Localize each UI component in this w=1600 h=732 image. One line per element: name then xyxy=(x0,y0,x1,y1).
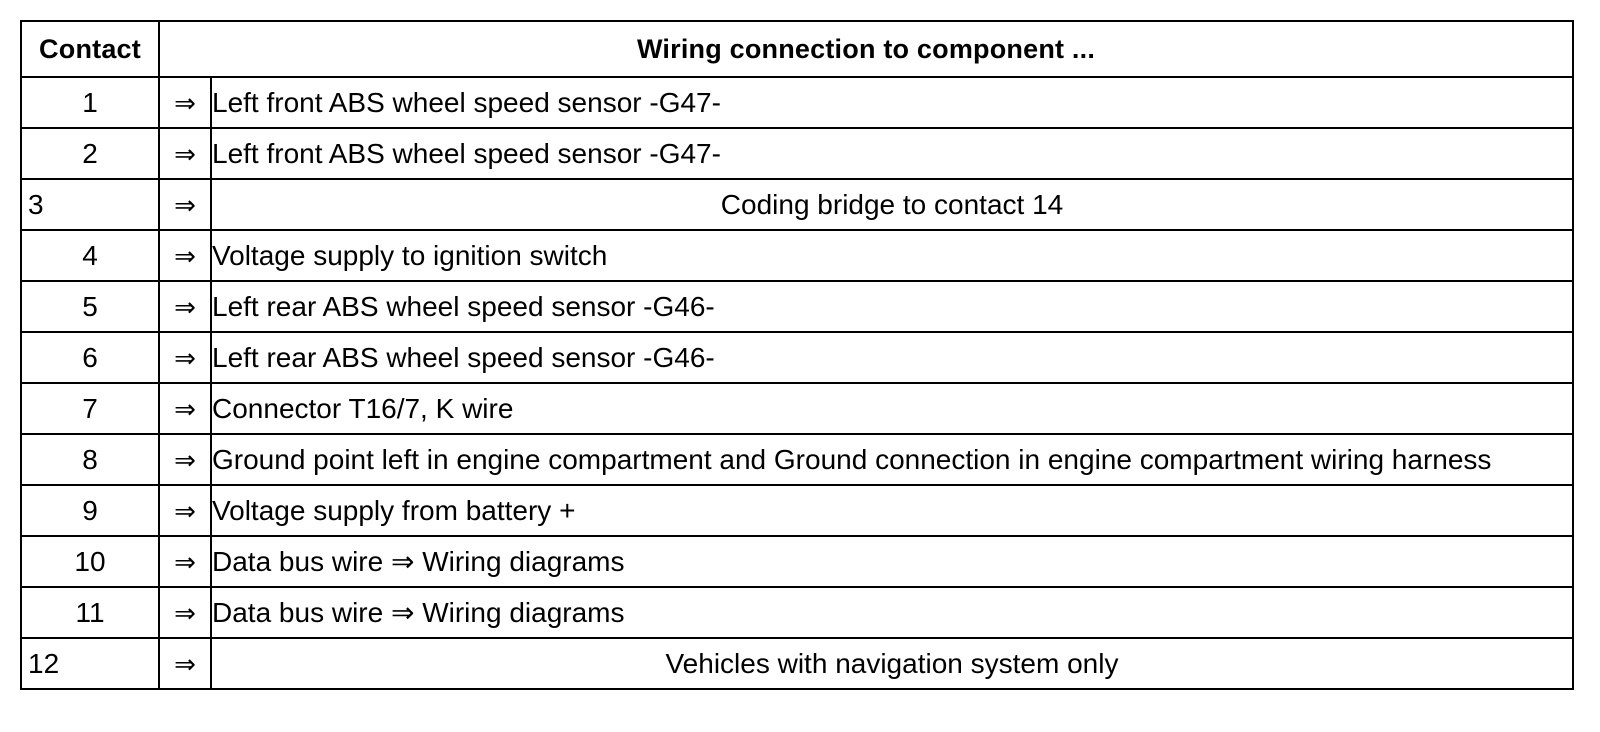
table-row: 3⇒Coding bridge to contact 14 xyxy=(20,178,1575,231)
double-arrow-icon: ⇒ xyxy=(158,535,212,588)
table-body: 1⇒Left front ABS wheel speed sensor -G47… xyxy=(20,76,1575,690)
cell-description: Voltage supply from battery + xyxy=(209,484,1575,537)
double-arrow-icon: ⇒ xyxy=(158,433,212,486)
column-header-description: Wiring connection to component ... xyxy=(157,20,1575,78)
double-arrow-icon: ⇒ xyxy=(158,382,212,435)
table-header: Contact Wiring connection to component .… xyxy=(20,20,1575,78)
table-row: 9⇒Voltage supply from battery + xyxy=(20,484,1575,537)
table-row: 11⇒Data bus wire ⇒ Wiring diagrams xyxy=(20,586,1575,639)
wiring-connection-table: Contact Wiring connection to component .… xyxy=(20,20,1575,690)
cell-description: Data bus wire ⇒ Wiring diagrams xyxy=(209,535,1575,588)
cell-description: Left rear ABS wheel speed sensor -G46- xyxy=(209,331,1575,384)
cell-description: Coding bridge to contact 14 xyxy=(209,178,1575,231)
cell-contact-number: 12 xyxy=(20,637,160,690)
column-header-contact: Contact xyxy=(20,20,160,78)
double-arrow-icon: ⇒ xyxy=(158,280,212,333)
table-row: 5⇒Left rear ABS wheel speed sensor -G46- xyxy=(20,280,1575,333)
cell-description: Voltage supply to ignition switch xyxy=(209,229,1575,282)
table-row: 2⇒Left front ABS wheel speed sensor -G47… xyxy=(20,127,1575,180)
cell-description: Left rear ABS wheel speed sensor -G46- xyxy=(209,280,1575,333)
cell-description: Data bus wire ⇒ Wiring diagrams xyxy=(209,586,1575,639)
cell-description: Connector T16/7, K wire xyxy=(209,382,1575,435)
cell-contact-number: 3 xyxy=(20,178,160,231)
double-arrow-icon: ⇒ xyxy=(158,229,212,282)
table-row: 12⇒Vehicles with navigation system only xyxy=(20,637,1575,690)
cell-description: Ground point left in engine compartment … xyxy=(209,433,1575,486)
table-header-row: Contact Wiring connection to component .… xyxy=(20,20,1575,78)
cell-contact-number: 8 xyxy=(20,433,160,486)
cell-contact-number: 5 xyxy=(20,280,160,333)
table-row: 7⇒Connector T16/7, K wire xyxy=(20,382,1575,435)
cell-contact-number: 6 xyxy=(20,331,160,384)
table-row: 8⇒Ground point left in engine compartmen… xyxy=(20,433,1575,486)
table-row: 1⇒Left front ABS wheel speed sensor -G47… xyxy=(20,76,1575,129)
cell-description: Left front ABS wheel speed sensor -G47- xyxy=(209,76,1575,129)
double-arrow-icon: ⇒ xyxy=(158,586,212,639)
double-arrow-icon: ⇒ xyxy=(158,127,212,180)
double-arrow-icon: ⇒ xyxy=(158,484,212,537)
cell-contact-number: 11 xyxy=(20,586,160,639)
table-row: 6⇒Left rear ABS wheel speed sensor -G46- xyxy=(20,331,1575,384)
table-row: 10⇒Data bus wire ⇒ Wiring diagrams xyxy=(20,535,1575,588)
double-arrow-icon: ⇒ xyxy=(158,76,212,129)
cell-contact-number: 10 xyxy=(20,535,160,588)
cell-description: Vehicles with navigation system only xyxy=(209,637,1575,690)
cell-description: Left front ABS wheel speed sensor -G47- xyxy=(209,127,1575,180)
double-arrow-icon: ⇒ xyxy=(158,178,212,231)
cell-contact-number: 7 xyxy=(20,382,160,435)
double-arrow-icon: ⇒ xyxy=(158,331,212,384)
cell-contact-number: 2 xyxy=(20,127,160,180)
cell-contact-number: 4 xyxy=(20,229,160,282)
cell-contact-number: 1 xyxy=(20,76,160,129)
table-row: 4⇒Voltage supply to ignition switch xyxy=(20,229,1575,282)
cell-contact-number: 9 xyxy=(20,484,160,537)
double-arrow-icon: ⇒ xyxy=(158,637,212,690)
